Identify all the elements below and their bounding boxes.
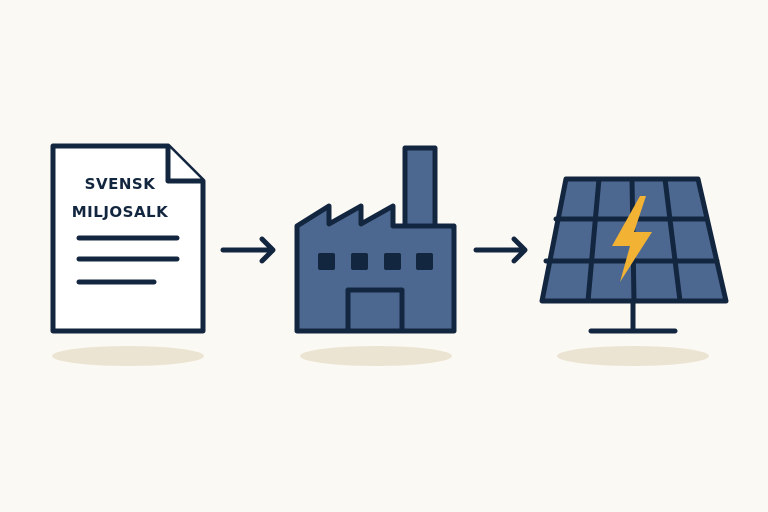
document-shadow <box>52 346 204 366</box>
arrow-right-icon <box>473 236 528 264</box>
arrow-right-icon <box>220 236 276 264</box>
factory-shadow <box>300 346 452 366</box>
document-icon: SVENSK MILJOSALK <box>50 143 206 334</box>
document-title-line2: MILJOSALK <box>72 203 169 221</box>
solar-shadow <box>557 346 709 366</box>
factory-windows <box>318 253 433 270</box>
lightning-bolt-icon <box>612 196 652 282</box>
document-text-lines <box>76 235 180 285</box>
factory-icon <box>294 145 457 334</box>
document-title-line1: SVENSK <box>85 175 157 193</box>
